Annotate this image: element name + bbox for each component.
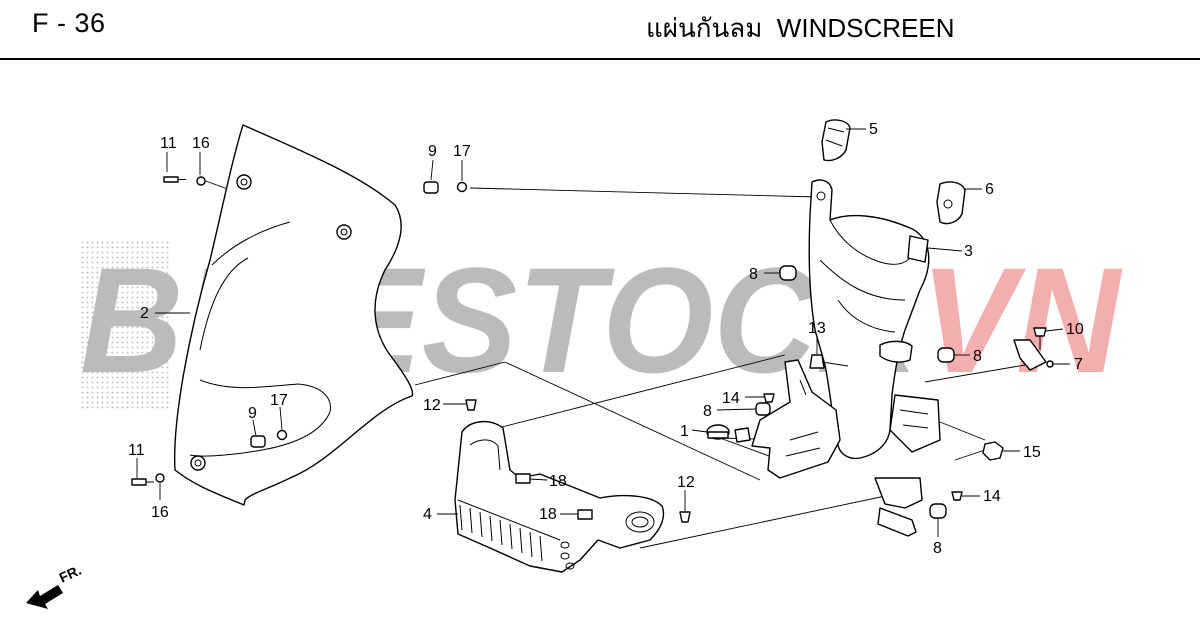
- washer-part-16-lower: [155, 473, 165, 483]
- clip-part-7: [1013, 339, 1047, 371]
- callout-labels: 11 16 9 17 5 6 3 8 2 13 10 8 7 12 14 8 9…: [128, 121, 1084, 557]
- pivot-pin: [877, 507, 917, 537]
- direction-label: FR.: [57, 562, 84, 586]
- callout-7: 7: [1074, 356, 1083, 373]
- callout-11-upper: 11: [160, 135, 177, 152]
- windscreen-mount-hole-right: [336, 224, 352, 240]
- callout-5: 5: [869, 121, 878, 138]
- callout-9-upper: 9: [428, 143, 437, 160]
- screw-part-14-lower: [951, 491, 963, 501]
- watermark-brand-suffix: VN: [920, 236, 1123, 404]
- collar-part-9-upper: [423, 181, 439, 194]
- callout-leaders: [136, 128, 1070, 537]
- windscreen-mount-hole-upper: [236, 174, 252, 190]
- callout-18-upper: 18: [549, 473, 567, 490]
- windscreen-hardware: [131, 176, 468, 486]
- holder-part-4: [454, 421, 665, 573]
- callout-8-upper: 8: [749, 266, 758, 283]
- callout-17-lower: 17: [270, 392, 288, 409]
- cushion-part-8-lower: [929, 503, 947, 519]
- bracket-part-3: [808, 179, 941, 537]
- screw-part-11-upper: [163, 176, 179, 183]
- cover-part-5: [821, 119, 851, 162]
- cover-part-6: [936, 181, 966, 225]
- callout-15: 15: [1023, 444, 1041, 461]
- callout-1: 1: [680, 423, 689, 440]
- pin-part-10: [1033, 327, 1047, 337]
- callout-2: 2: [140, 305, 149, 322]
- direction-marker: FR.: [26, 562, 84, 609]
- callout-8-lower: 8: [933, 540, 942, 557]
- callout-11-lower: 11: [128, 442, 145, 459]
- cushion-part-8-right: [937, 347, 955, 363]
- collar-part-9-lower: [250, 435, 266, 448]
- screw-part-12-upper: [465, 399, 477, 411]
- callout-8-right: 8: [973, 348, 982, 365]
- header-divider: [0, 58, 1200, 60]
- grommet-part-17-upper: [456, 181, 468, 193]
- screw-part-12-lower: [679, 511, 691, 523]
- page-header: F - 36 แผ่นกันลม WINDSCREEN: [0, 0, 1200, 60]
- windscreen-part-2: [173, 124, 414, 506]
- callout-14-lower: 14: [983, 488, 1001, 505]
- callout-14-upper: 14: [722, 390, 740, 407]
- callout-4: 4: [423, 506, 432, 523]
- page-code: F - 36: [32, 8, 106, 38]
- windscreen-mount-hole-lower: [190, 455, 206, 471]
- callout-6: 6: [985, 181, 994, 198]
- callout-16-lower: 16: [151, 504, 169, 521]
- callout-16-upper: 16: [192, 135, 210, 152]
- lower-frame-plate: [751, 359, 841, 479]
- cushion-part-8-mid: [755, 402, 771, 416]
- callout-10: 10: [1066, 321, 1084, 338]
- watermark-dot-panel-left: [80, 240, 170, 410]
- callout-12-lower: 12: [677, 474, 695, 491]
- grommet-part-17-lower: [276, 429, 288, 441]
- arrow-down-left-icon: [26, 585, 63, 609]
- callout-8-mid: 8: [703, 403, 712, 420]
- knob-part-1: [706, 424, 730, 440]
- clip-part-18-lower: [577, 509, 593, 520]
- collar-near-part-1: [734, 427, 751, 443]
- callout-13: 13: [808, 320, 826, 337]
- callout-3: 3: [964, 243, 973, 260]
- clip-part-18-upper: [515, 473, 531, 484]
- callout-9-lower: 9: [248, 405, 257, 422]
- screw-part-14-upper: [763, 393, 775, 403]
- callout-18-lower: 18: [539, 506, 557, 523]
- screw-part-11-lower: [131, 478, 147, 486]
- callout-17-upper: 17: [453, 143, 471, 160]
- bolt-part-13: [809, 354, 825, 369]
- nut-part-15: [982, 441, 1004, 461]
- cushion-part-8-upper: [779, 265, 797, 281]
- washer-part-16-upper: [196, 176, 206, 186]
- page-title: แผ่นกันลม WINDSCREEN: [646, 13, 955, 43]
- callout-12-upper: 12: [423, 397, 441, 414]
